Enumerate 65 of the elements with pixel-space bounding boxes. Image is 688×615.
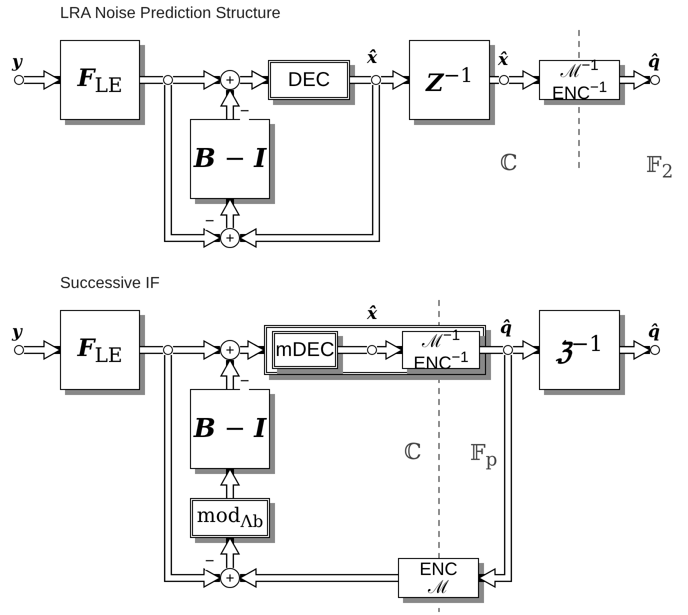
junction-circle: [14, 75, 24, 85]
double-line-arrow: [220, 359, 240, 389]
junction-circle: [650, 75, 660, 85]
panel-title: Successive IF: [60, 276, 160, 292]
field-label: ℂ: [404, 442, 422, 464]
field-label: 𝔽$_{p}$: [470, 443, 498, 470]
block-label: Z$^{−1}$: [426, 65, 473, 95]
double-line-arrow: [239, 85, 380, 248]
signal-label: q̂: [648, 324, 660, 341]
sum-junction: [220, 340, 240, 360]
double-line-arrow: [220, 537, 240, 568]
double-line-arrow: [164, 85, 221, 248]
double-line-arrow: [220, 89, 240, 119]
block-label: B − I: [194, 416, 266, 442]
double-line-arrow: [239, 568, 398, 588]
plus-sign: +: [226, 570, 234, 586]
junction-circle: [163, 75, 173, 85]
block-label: ℨ$^{−1}$: [556, 334, 603, 366]
block-label: DEC: [288, 70, 330, 90]
signal-label: q̂̂: [500, 320, 512, 337]
plus-sign: +: [226, 72, 234, 88]
double-line-arrow: [164, 355, 221, 588]
double-line-arrow: [24, 70, 61, 90]
block-label: mDEC: [276, 340, 334, 360]
block-label: ENC: [419, 560, 458, 578]
signal-label: y: [12, 54, 22, 71]
double-line-arrow: [220, 198, 240, 228]
double-line-arrow: [173, 340, 221, 360]
field-label: ℂ: [500, 153, 518, 175]
block-label: B − I: [194, 146, 266, 172]
double-line-arrow: [240, 70, 269, 90]
sum-junction: [220, 228, 240, 248]
sum-junction: [220, 70, 240, 90]
sum-junction: [220, 568, 240, 588]
junction-circle: [14, 345, 24, 355]
double-line-arrow: [509, 70, 540, 90]
signal-label: x̂: [498, 52, 508, 69]
field-label: 𝔽$_{2}$: [646, 155, 674, 182]
double-line-arrow: [173, 70, 221, 90]
double-line-arrow: [620, 70, 651, 90]
signal-label: x̂̂: [367, 50, 378, 67]
double-line-arrow: [381, 70, 410, 90]
double-line-arrow: [478, 355, 512, 588]
double-line-arrow: [513, 340, 540, 360]
block-label: F$_{LE}$: [78, 66, 122, 94]
signal-label: q̂: [648, 54, 660, 71]
block-label: F$_{LE}$: [78, 336, 122, 364]
panel-title: LRA Noise Prediction Structure: [60, 6, 281, 22]
junction-circle: [371, 75, 381, 85]
block-label: ENC$^{−1}$: [552, 80, 608, 102]
block-label: ℳ: [428, 578, 449, 596]
signal-label: y: [12, 324, 22, 341]
double-line-arrow: [24, 340, 61, 360]
double-line-arrow: [240, 340, 265, 360]
plus-sign: +: [226, 342, 234, 358]
double-line-arrow: [620, 340, 651, 360]
plus-sign: +: [226, 230, 234, 246]
block-label: mod$_{Λb}$: [196, 505, 264, 531]
double-line-arrow: [220, 468, 240, 498]
junction-circle: [499, 75, 509, 85]
junction-circle: [503, 345, 513, 355]
junction-circle: [163, 345, 173, 355]
junction-circle: [367, 345, 377, 355]
junction-circle: [650, 345, 660, 355]
signal-label: x̂̂: [367, 306, 378, 323]
